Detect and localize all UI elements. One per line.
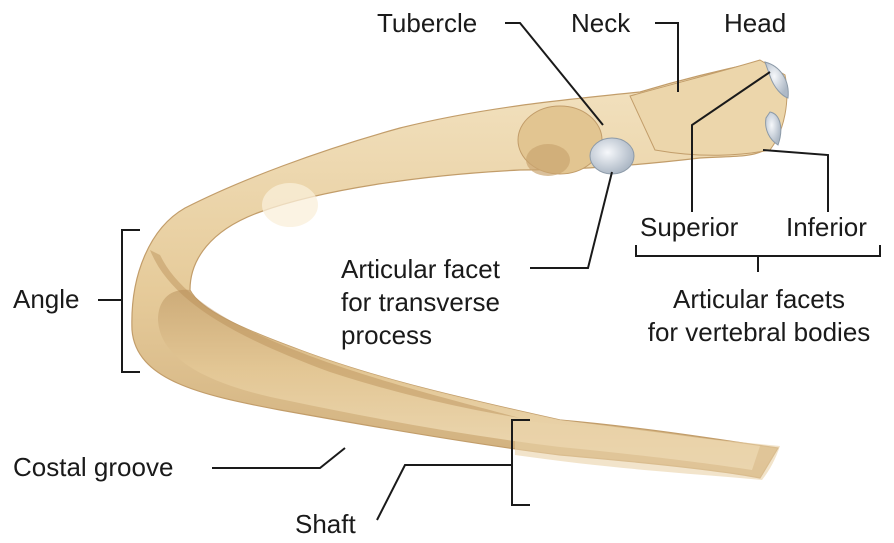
rib-neck — [630, 60, 787, 155]
tubercle-shadow — [526, 144, 570, 176]
inferior-leader — [763, 150, 828, 212]
label-tubercle: Tubercle — [377, 9, 477, 38]
label-facets-vertebral-2: for vertebral bodies — [630, 318, 888, 347]
shaft-end — [515, 420, 780, 480]
label-facet-transverse-1: Articular facet — [341, 255, 500, 284]
label-shaft: Shaft — [295, 510, 356, 539]
transverse-facet — [590, 138, 634, 174]
label-inferior: Inferior — [786, 213, 867, 242]
label-neck: Neck — [571, 9, 630, 38]
label-superior: Superior — [640, 213, 738, 242]
shaft-leader — [377, 465, 512, 520]
costal-groove-leader — [212, 448, 345, 468]
vertebral-facets-bracket — [636, 245, 880, 256]
angle-highlight — [262, 183, 318, 227]
label-facet-transverse-2: for transverse — [341, 288, 500, 317]
label-facet-transverse-3: process — [341, 321, 432, 350]
label-costal-groove: Costal groove — [13, 453, 173, 482]
label-angle: Angle — [13, 285, 80, 314]
label-facets-vertebral-1: Articular facets — [630, 285, 888, 314]
label-head: Head — [724, 9, 786, 38]
transverse-facet-leader — [530, 172, 612, 268]
